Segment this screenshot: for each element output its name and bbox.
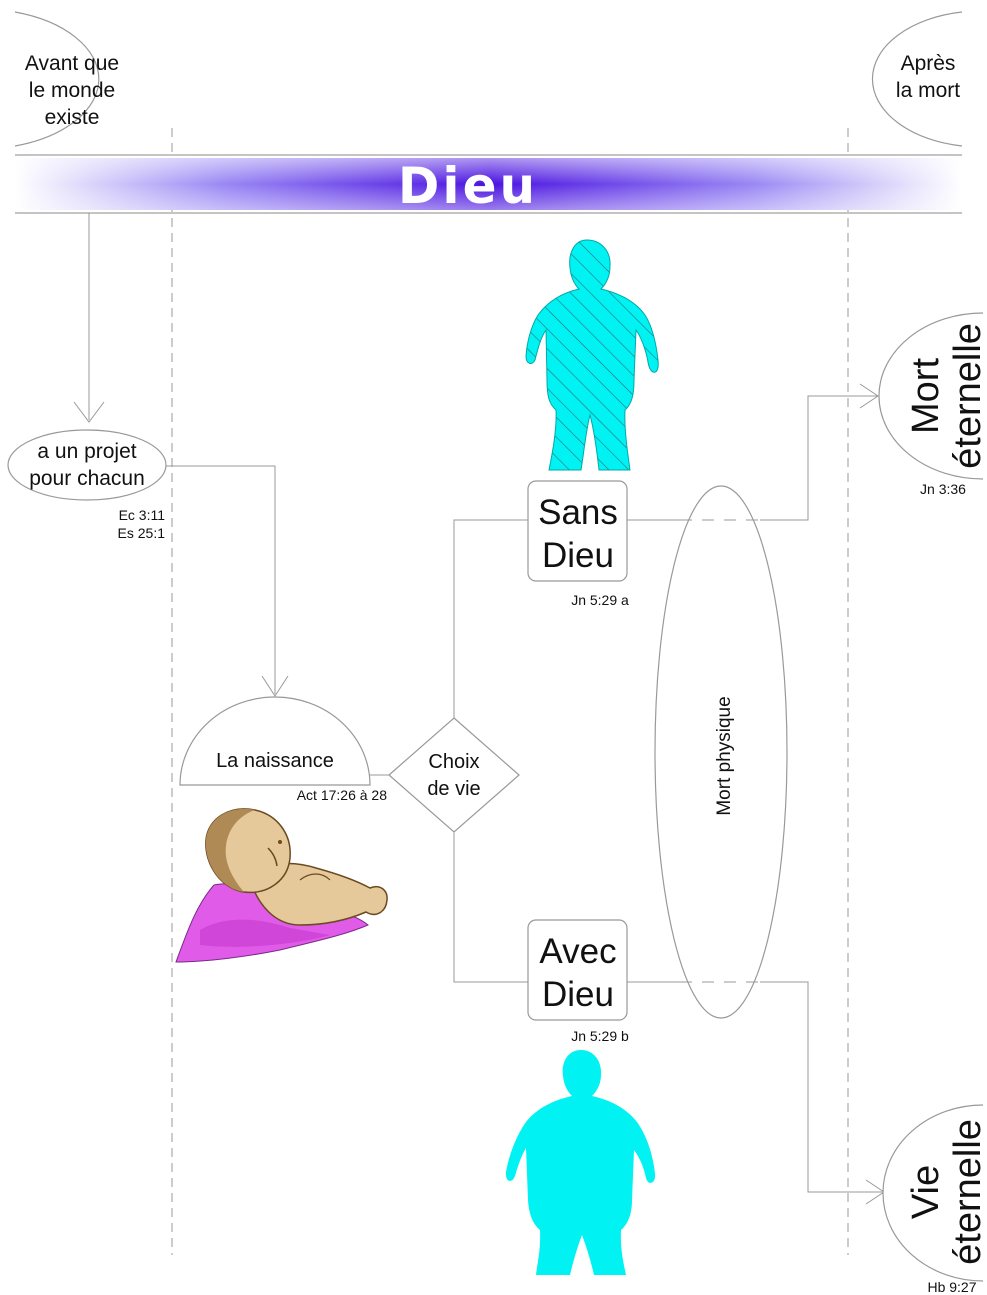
vie-eternelle-ref: Hb 9:27 xyxy=(927,1279,976,1295)
dieu-title: Dieu xyxy=(398,157,538,215)
person-hatched-icon xyxy=(525,239,659,471)
naissance-node: La naissance Act 17:26 à 28 xyxy=(179,696,388,803)
avec-dieu-line-1: Avec xyxy=(539,932,616,971)
choix-line-1: Choix xyxy=(428,751,479,773)
before-world-node: Avant que le monde existe xyxy=(14,11,119,147)
before-world-line-3: existe xyxy=(45,106,100,129)
after-death-node: Après la mort xyxy=(871,11,963,147)
baby-icon xyxy=(175,808,388,963)
mort-eternelle-line-2: éternelle xyxy=(947,323,987,469)
path-to-vie-eternelle xyxy=(627,981,885,1205)
vie-eternelle-line-1: Vie xyxy=(905,1165,947,1219)
mort-eternelle-ref: Jn 3:36 xyxy=(920,481,966,497)
vie-eternelle-line-2: éternelle xyxy=(947,1119,987,1265)
naissance-ref: Act 17:26 à 28 xyxy=(297,787,388,803)
projet-line-2: pour chacun xyxy=(29,467,145,490)
after-death-line-1: Après xyxy=(901,52,956,75)
avec-dieu-ref: Jn 5:29 b xyxy=(571,1028,629,1044)
sans-dieu-node: Sans Dieu Jn 5:29 a xyxy=(527,480,629,608)
naissance-label: La naissance xyxy=(216,750,334,772)
path-to-mort-eternelle xyxy=(627,383,879,521)
arrow-to-projet xyxy=(73,213,105,423)
sans-dieu-ref: Jn 5:29 a xyxy=(571,592,629,608)
after-death-line-2: la mort xyxy=(896,79,960,102)
mort-physique-node: Mort physique xyxy=(654,485,788,1019)
before-world-line-2: le monde xyxy=(29,79,115,102)
avec-dieu-node: Avec Dieu Jn 5:29 b xyxy=(527,919,629,1044)
mort-eternelle-node: Mort éternelle Jn 3:36 xyxy=(878,312,987,497)
dieu-band: Dieu xyxy=(15,154,962,215)
projet-line-1: a un projet xyxy=(37,440,136,463)
mort-physique-label: Mort physique xyxy=(714,696,735,815)
avec-dieu-line-2: Dieu xyxy=(542,975,614,1014)
choix-node: Choix de vie xyxy=(388,717,520,833)
choix-branches xyxy=(453,519,528,983)
projet-ref-1: Ec 3:11 xyxy=(119,507,166,523)
before-world-line-1: Avant que xyxy=(25,52,119,75)
projet-ref-2: Es 25:1 xyxy=(118,525,166,541)
arrow-to-naissance xyxy=(166,465,289,697)
mort-eternelle-line-1: Mort xyxy=(905,358,947,434)
vie-eternelle-node: Vie éternelle Hb 9:27 xyxy=(882,1104,987,1295)
sans-dieu-line-2: Dieu xyxy=(542,536,614,575)
sans-dieu-line-1: Sans xyxy=(538,493,618,532)
person-solid-icon xyxy=(505,1050,656,1275)
projet-node: a un projet pour chacun Ec 3:11 Es 25:1 xyxy=(7,429,167,541)
choix-line-2: de vie xyxy=(427,778,480,800)
